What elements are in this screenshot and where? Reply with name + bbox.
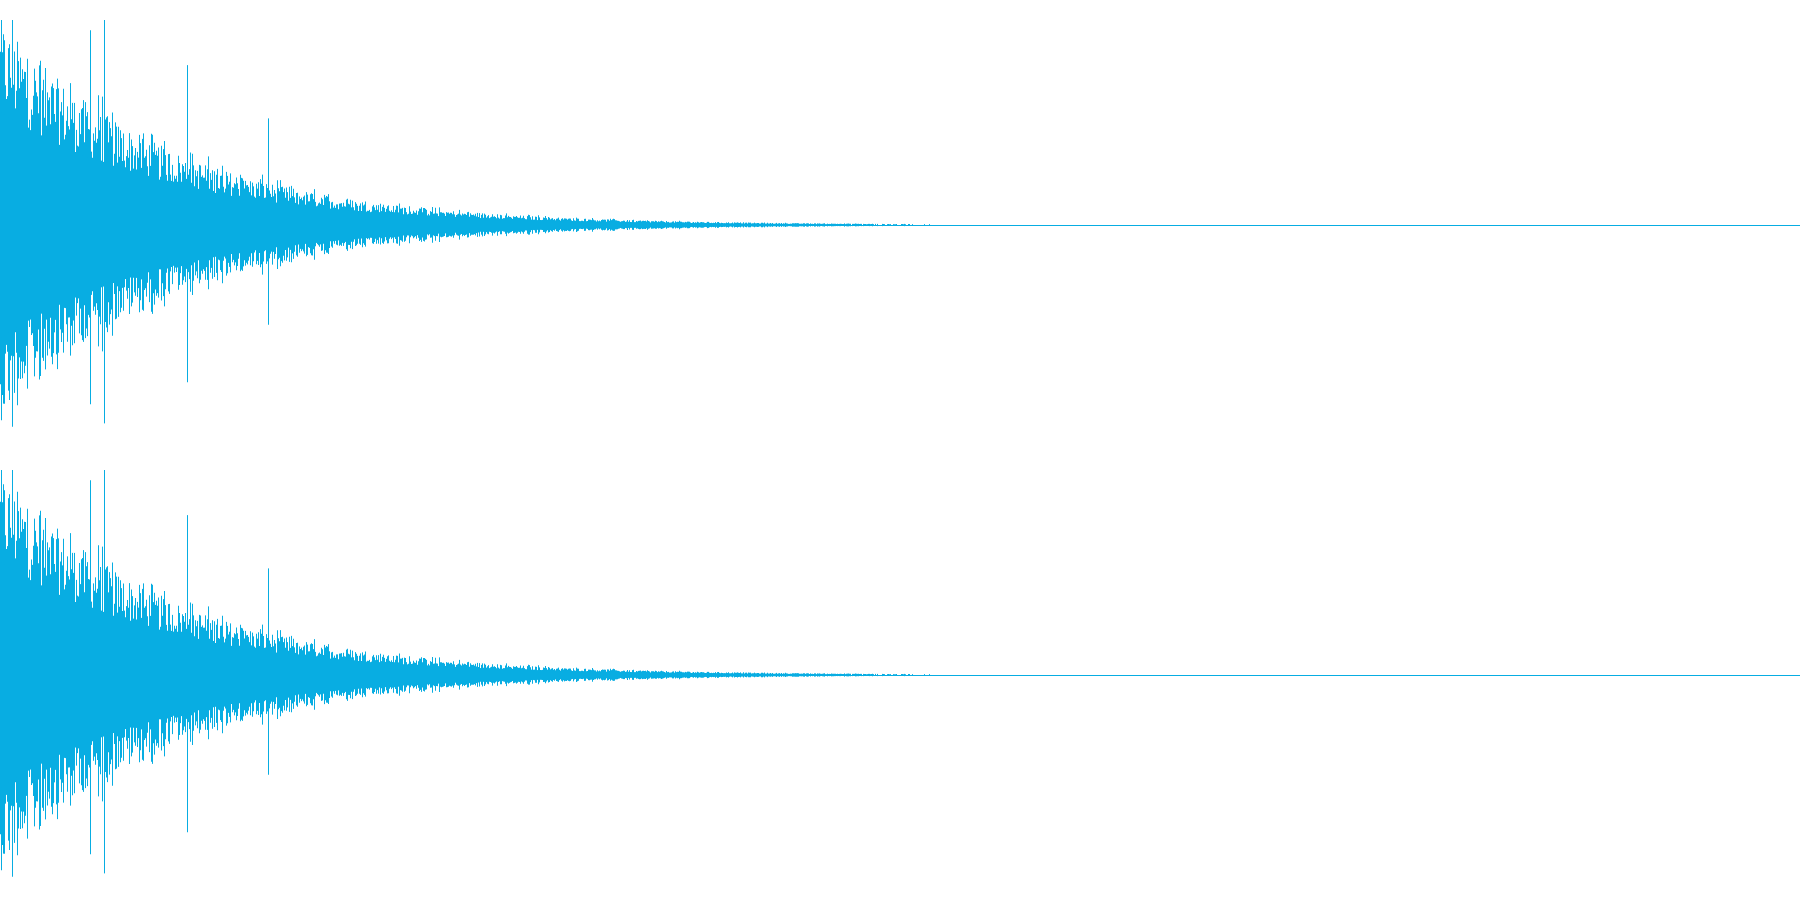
waveform-channel-1 <box>0 20 1800 427</box>
waveform-channel-2 <box>0 470 1800 877</box>
